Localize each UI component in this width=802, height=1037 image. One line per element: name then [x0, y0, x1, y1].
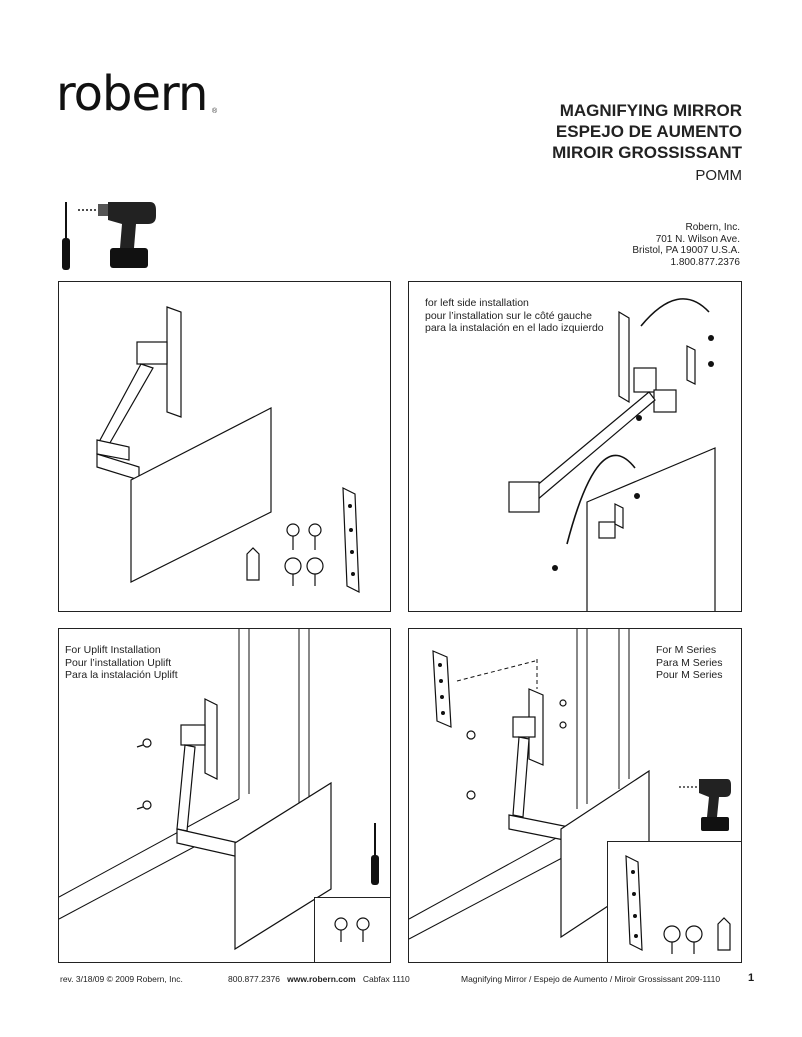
robern-logo: robern — [56, 66, 208, 122]
panel-uplift-installation: For Uplift Installation Pour l’installat… — [58, 628, 391, 963]
footer-cabfax: Cabfax 1110 — [362, 974, 410, 984]
title-spanish: ESPEJO DE AUMENTO — [555, 122, 742, 141]
mounting-plate-icon — [625, 855, 643, 951]
caption-french: Pour M Series — [656, 669, 723, 681]
hardware-parts — [625, 855, 731, 954]
product-titles: MAGNIFYING MIRROR ESPEJO DE AUMENTO MIRO… — [552, 100, 742, 187]
screwdriver-icon — [371, 823, 379, 885]
footer-document-title: Magnifying Mirror / Espejo de Aumento / … — [461, 974, 721, 984]
caption-french: pour l’installation sur le côté gauche — [425, 309, 592, 322]
registered-mark: ® — [212, 108, 218, 115]
company-address: Robern, Inc. 701 N. Wilson Ave. Bristol,… — [632, 222, 740, 268]
left-side-caption: for left side installation pour l’instal… — [425, 297, 604, 335]
drill-icon — [679, 779, 731, 831]
caption-spanish: Para M Series — [656, 656, 723, 669]
tools-required — [62, 202, 156, 270]
title-french: MIROIR GROSSISSANT — [552, 143, 742, 162]
panel-parts-overview — [58, 281, 391, 612]
left-side-illustration — [508, 298, 716, 611]
caption-english: For M Series — [656, 644, 717, 656]
caption-english: For Uplift Installation — [65, 644, 161, 656]
m-series-illustration — [409, 629, 731, 940]
footer-phone: 800.877.2376 — [228, 974, 280, 984]
m-series-hardware-inset — [607, 841, 741, 962]
screw-icon — [284, 523, 324, 586]
caption-spanish: Para la instalación Uplift — [65, 669, 178, 681]
address-company: Robern, Inc. — [685, 222, 740, 233]
address-city: Bristol, PA 19007 U.S.A. — [632, 245, 740, 256]
address-street: 701 N. Wilson Ave. — [655, 233, 740, 245]
model-number: POMM — [695, 167, 742, 184]
title-english: MAGNIFYING MIRROR — [559, 101, 742, 120]
uplift-hardware-inset — [314, 897, 390, 962]
panel-left-side-installation: for left side installation pour l’instal… — [408, 281, 742, 612]
mounting-plate-icon — [342, 487, 360, 593]
screw-icon — [663, 925, 703, 954]
panel-m-series: For M Series Para M Series Pour M Series — [408, 628, 742, 963]
drill-icon — [78, 202, 156, 268]
footer-contact: 800.877.2376 www.robern.com Cabfax 1110 — [228, 974, 410, 984]
mounting-plate-icon — [432, 650, 452, 728]
mirror-assembly-illustration — [96, 306, 360, 593]
footer-website[interactable]: www.robern.com — [287, 974, 356, 984]
address-phone: 1.800.877.2376 — [670, 256, 740, 268]
uplift-illustration — [59, 629, 379, 951]
screw-icon — [466, 699, 567, 800]
uplift-caption: For Uplift Installation Pour l’installat… — [65, 644, 178, 682]
screw-icon — [334, 917, 370, 942]
screw-icon — [136, 738, 152, 810]
m-series-caption: For M Series Para M Series Pour M Series — [656, 644, 723, 682]
page-number: 1 — [748, 972, 755, 984]
screwdriver-icon — [62, 202, 70, 270]
caption-spanish: para la instalación en el lado izquierdo — [425, 322, 604, 334]
anchor-icon — [717, 917, 731, 951]
caption-english: for left side installation — [425, 297, 529, 309]
anchor-icon — [246, 547, 260, 581]
caption-french: Pour l’installation Uplift — [65, 656, 172, 669]
footer-revision: rev. 3/18/09 © 2009 Robern, Inc. — [60, 974, 183, 984]
